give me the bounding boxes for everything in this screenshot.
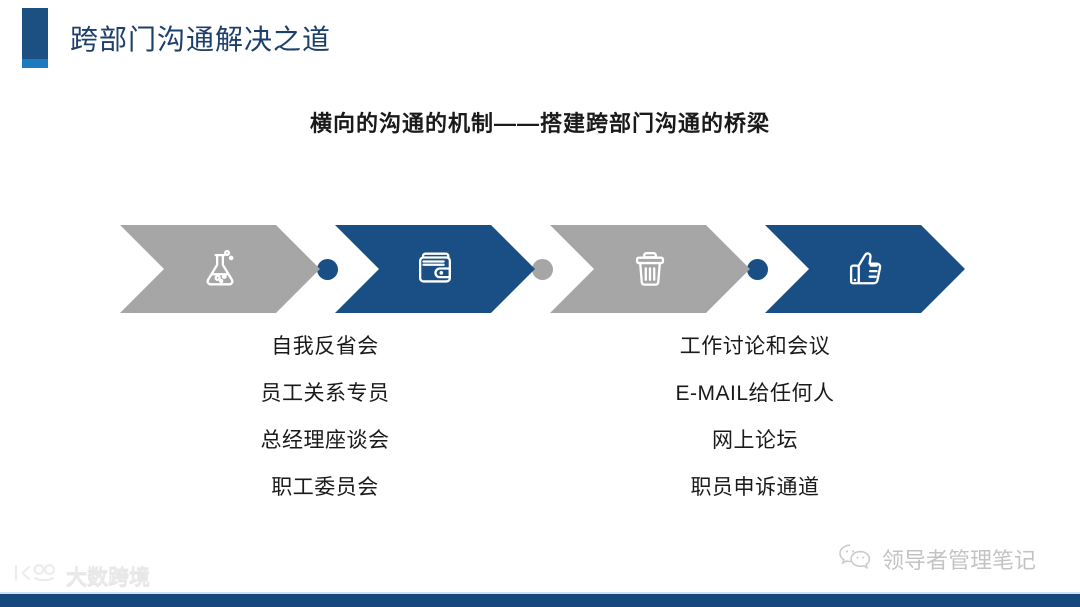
chevron-unit-1 bbox=[120, 225, 338, 313]
flask-icon bbox=[197, 246, 243, 292]
list-item: 自我反省会 bbox=[271, 335, 379, 358]
list-item: 职员申诉通道 bbox=[690, 476, 820, 499]
process-chevron-row bbox=[120, 225, 965, 313]
chevron-unit-3 bbox=[550, 225, 768, 313]
list-item: 工作讨论和会议 bbox=[679, 335, 831, 358]
brand-logo-icon bbox=[12, 560, 58, 591]
watermark-right-label: 领导者管理笔记 bbox=[881, 547, 1036, 573]
chevron-step-4 bbox=[765, 225, 965, 313]
chevron-separator-dot-1 bbox=[317, 258, 338, 280]
slide-title-block: 跨部门沟通解决之道 bbox=[22, 8, 331, 68]
watermark-left-label: 大数跨境 bbox=[66, 565, 150, 589]
wechat-icon bbox=[838, 542, 872, 575]
text-column-left: 自我反省会 员工关系专员 总经理座谈会 职工委员会 bbox=[110, 336, 540, 498]
title-accent-bar-main bbox=[22, 8, 48, 59]
page-title: 跨部门沟通解决之道 bbox=[70, 25, 332, 56]
bottom-bar-hairline bbox=[0, 592, 1080, 594]
watermark-left: 大数跨境 bbox=[12, 560, 150, 591]
chevron-unit-4 bbox=[765, 225, 965, 313]
trash-icon bbox=[627, 246, 673, 292]
slide-subtitle: 横向的沟通的机制——搭建跨部门沟通的桥梁 bbox=[309, 111, 770, 136]
bottom-accent-bar bbox=[0, 594, 1080, 607]
title-accent-bar-foot bbox=[22, 59, 48, 68]
chevron-step-1 bbox=[120, 225, 320, 313]
list-item: 职工委员会 bbox=[271, 476, 379, 499]
wallet-icon bbox=[412, 246, 458, 292]
chevron-separator-dot-2 bbox=[532, 258, 553, 280]
text-column-right: 工作讨论和会议 E-MAIL给任何人 网上论坛 职员申诉通道 bbox=[540, 336, 970, 498]
watermark-right: 领导者管理笔记 bbox=[838, 542, 1036, 575]
list-item: E-MAIL给任何人 bbox=[675, 382, 835, 405]
chevron-step-2 bbox=[335, 225, 535, 313]
detail-text-columns: 自我反省会 员工关系专员 总经理座谈会 职工委员会 工作讨论和会议 E-MAIL… bbox=[110, 336, 970, 498]
list-item: 总经理座谈会 bbox=[260, 429, 390, 452]
list-item: 网上论坛 bbox=[712, 429, 798, 452]
title-accent-bar bbox=[22, 8, 48, 68]
chevron-separator-dot-3 bbox=[747, 258, 768, 280]
thumbs-up-icon bbox=[842, 246, 888, 292]
list-item: 员工关系专员 bbox=[260, 382, 390, 405]
chevron-unit-2 bbox=[335, 225, 553, 313]
chevron-step-3 bbox=[550, 225, 750, 313]
